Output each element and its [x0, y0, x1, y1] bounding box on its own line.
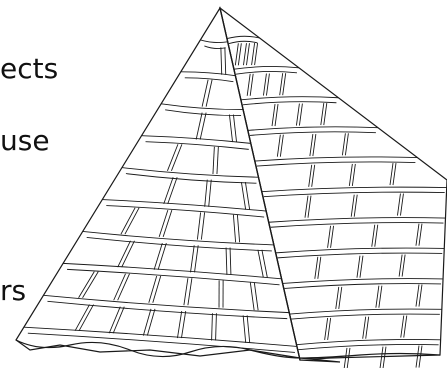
diagram-canvas: ects use rs — [0, 0, 447, 368]
pyramid-illustration — [0, 0, 447, 368]
